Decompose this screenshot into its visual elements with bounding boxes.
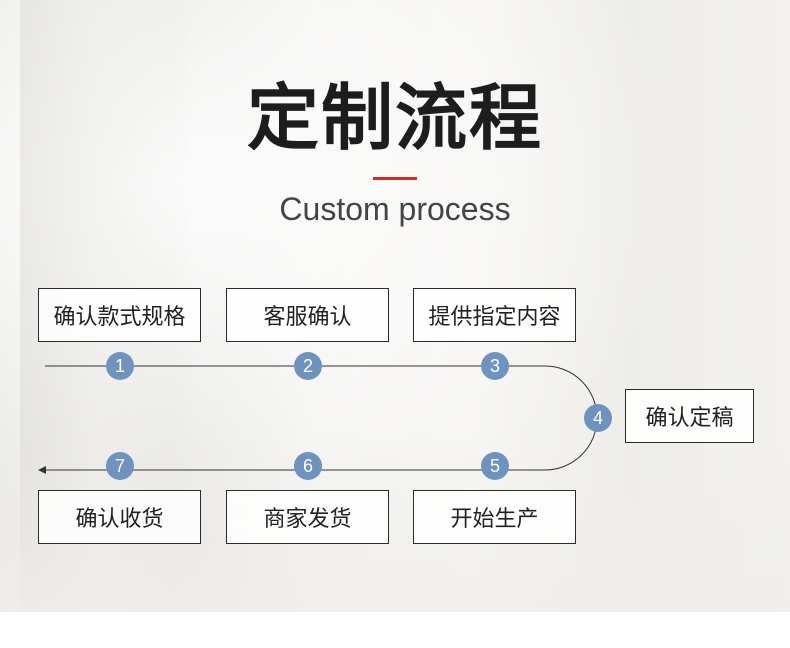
step-box-3: 提供指定内容 bbox=[413, 288, 576, 342]
step-number-1: 1 bbox=[106, 352, 134, 380]
step-box-5: 开始生产 bbox=[413, 490, 576, 544]
step-number-2: 2 bbox=[294, 352, 322, 380]
page-subtitle: Custom process bbox=[279, 191, 511, 227]
step-box-7: 确认收货 bbox=[38, 490, 201, 544]
step-number-5: 5 bbox=[481, 452, 509, 480]
step-box-1: 确认款式规格 bbox=[38, 288, 201, 342]
step-box-4: 确认定稿 bbox=[625, 389, 754, 443]
step-box-2: 客服确认 bbox=[226, 288, 389, 342]
step-number-7: 7 bbox=[106, 452, 134, 480]
step-number-3: 3 bbox=[481, 352, 509, 380]
arrow-head-icon bbox=[38, 466, 46, 474]
page-title: 定制流程 bbox=[246, 76, 543, 160]
step-number-4: 4 bbox=[584, 404, 612, 432]
title-accent-line bbox=[373, 177, 417, 180]
step-box-6: 商家发货 bbox=[226, 490, 389, 544]
step-number-6: 6 bbox=[294, 452, 322, 480]
